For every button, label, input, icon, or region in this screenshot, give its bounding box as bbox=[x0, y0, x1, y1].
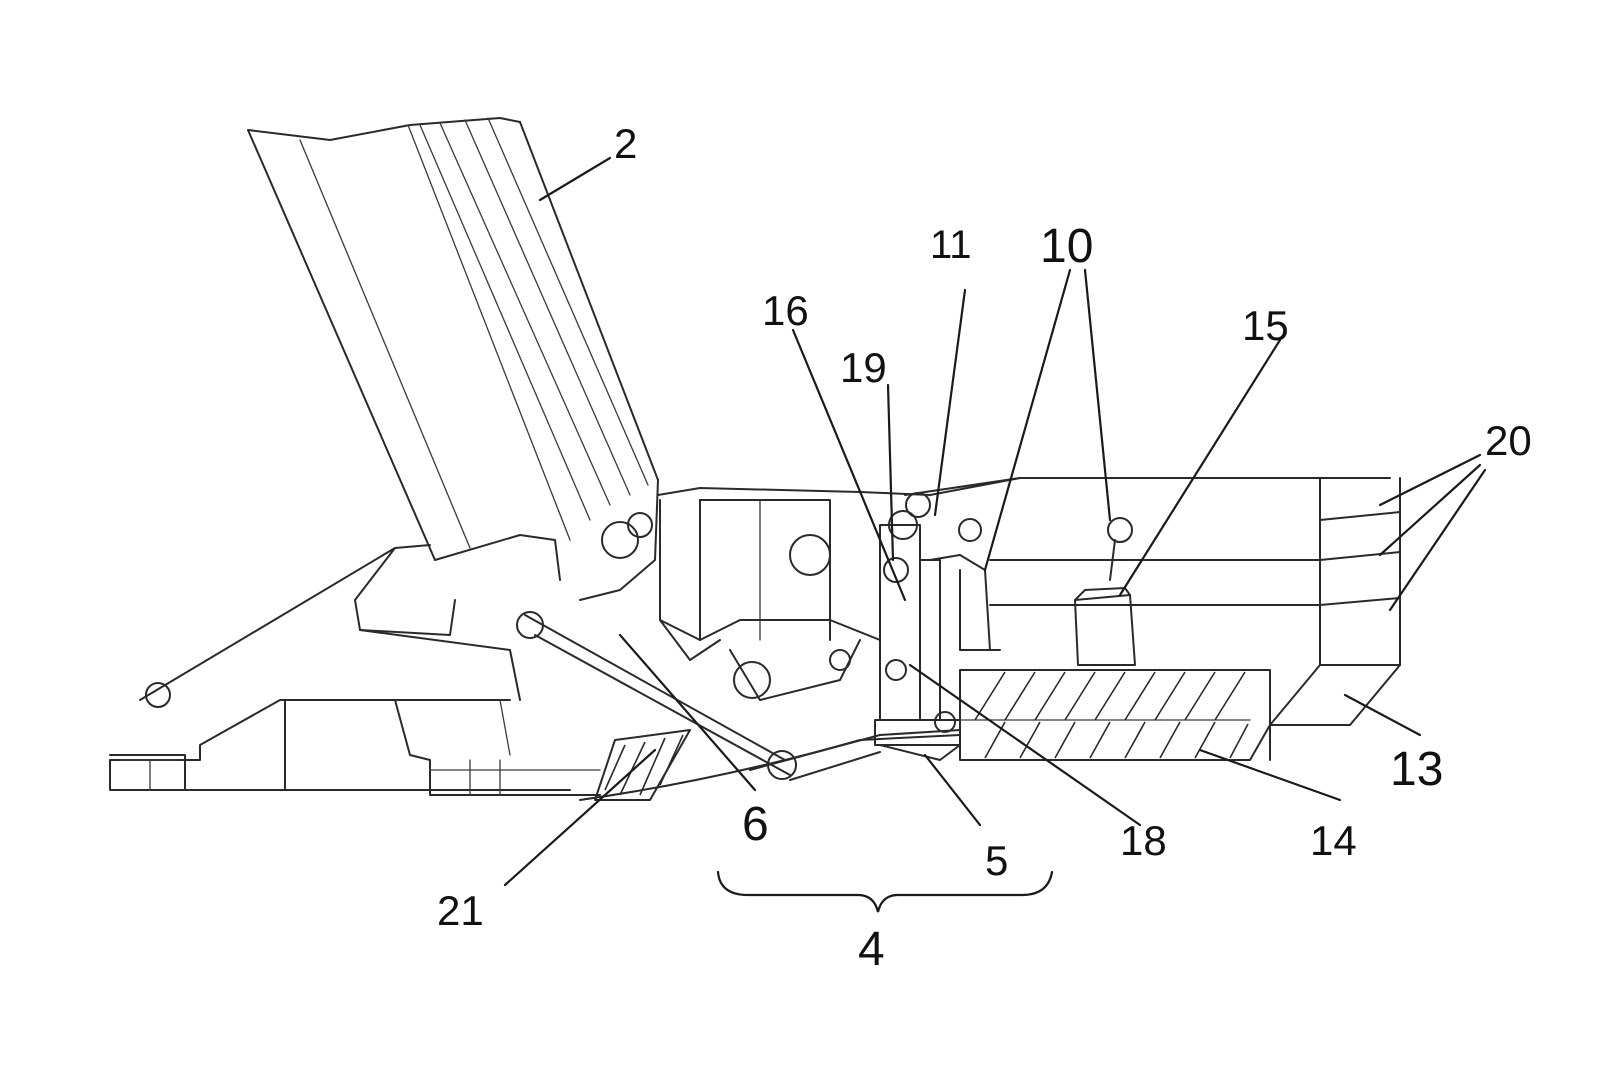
label-10: 10 bbox=[1040, 220, 1093, 273]
label-13: 13 bbox=[1390, 743, 1443, 796]
central-bracket bbox=[602, 500, 880, 700]
hatched-rail bbox=[960, 670, 1270, 760]
linkage-rod bbox=[517, 612, 960, 780]
stacked-plates bbox=[990, 478, 1400, 760]
label-20: 20 bbox=[1485, 417, 1532, 464]
label-4: 4 bbox=[858, 923, 885, 976]
label-15: 15 bbox=[1242, 302, 1289, 349]
block-15 bbox=[1075, 588, 1135, 665]
label-14: 14 bbox=[1310, 817, 1357, 864]
label-21: 21 bbox=[437, 887, 484, 934]
label-5: 5 bbox=[985, 837, 1008, 884]
wedge-block bbox=[595, 730, 690, 800]
inclined-boom bbox=[248, 118, 658, 600]
label-19: 19 bbox=[840, 344, 887, 391]
leader-lines bbox=[505, 158, 1485, 912]
reference-labels: 2 11 10 16 19 15 20 13 14 18 5 6 21 4 bbox=[437, 120, 1532, 976]
label-18: 18 bbox=[1120, 817, 1167, 864]
vertical-lever bbox=[875, 493, 960, 760]
label-11: 11 bbox=[930, 223, 972, 267]
label-6: 6 bbox=[742, 798, 769, 851]
label-16: 16 bbox=[762, 287, 809, 334]
label-2: 2 bbox=[614, 120, 637, 167]
